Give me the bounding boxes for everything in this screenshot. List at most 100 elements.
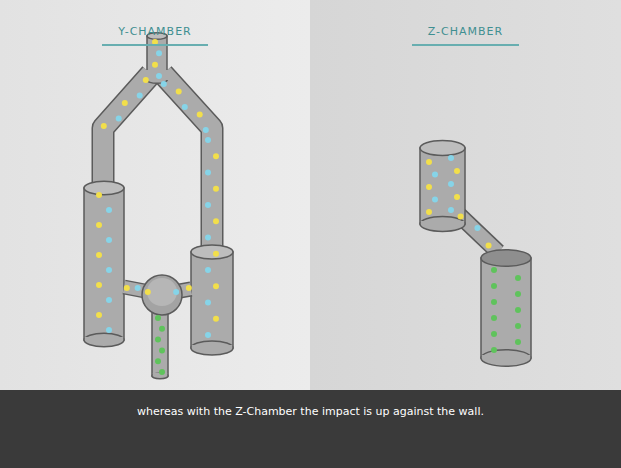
- particle-dot: [515, 291, 521, 297]
- cylinder-body: [481, 258, 531, 358]
- cylinder-top: [84, 181, 124, 194]
- particle-dot: [426, 159, 432, 165]
- particle-dot: [205, 137, 211, 143]
- cylinder-fill: [192, 345, 232, 348]
- particle-dot: [176, 88, 182, 94]
- particle-dot: [213, 251, 219, 257]
- tube: [103, 74, 151, 195]
- particle-dot: [106, 327, 112, 333]
- chamber-panel: Y-CHAMBER: [0, 0, 310, 390]
- particle-dot: [106, 267, 112, 273]
- cylinder-body: [147, 36, 167, 80]
- particle-dot: [155, 337, 161, 343]
- mixing-disk-face: [147, 278, 177, 306]
- particle-dot: [432, 197, 438, 203]
- cylinder-top: [191, 245, 233, 259]
- particle-dot: [135, 285, 141, 291]
- cylinder-fill: [85, 337, 123, 340]
- tube-outline: [456, 212, 498, 252]
- cylinder-body: [84, 188, 124, 340]
- panel-heading: Y-CHAMBER: [102, 25, 208, 46]
- particle-dot: [96, 222, 102, 228]
- particle-dot: [106, 237, 112, 243]
- particle-dot: [454, 168, 460, 174]
- tube: [456, 212, 498, 252]
- cylinder-bottom: [481, 350, 531, 367]
- particle-dot: [159, 326, 165, 332]
- panel-heading-row: Z-CHAMBER: [310, 0, 621, 46]
- particle-dot: [155, 358, 161, 364]
- cylinder-body: [152, 310, 168, 376]
- particle-dot: [432, 172, 438, 178]
- particle-dot: [205, 202, 211, 208]
- particle-dot: [96, 312, 102, 318]
- particle-dot: [213, 218, 219, 224]
- particle-dot: [486, 242, 492, 248]
- particle-dot: [205, 300, 211, 306]
- particle-dot: [156, 73, 162, 79]
- particle-dot: [426, 184, 432, 190]
- cylinder-fill: [482, 355, 530, 358]
- cylinder-top: [481, 250, 531, 267]
- cylinder-bottom: [191, 341, 233, 355]
- particle-dot: [186, 285, 192, 291]
- particle-dot: [197, 111, 203, 117]
- cylinder-bottom: [84, 333, 124, 346]
- particle-dot: [145, 289, 151, 295]
- particle-dot: [156, 50, 162, 56]
- particle-dot: [491, 347, 497, 353]
- particle-dot: [205, 235, 211, 241]
- particle-dot: [448, 181, 454, 187]
- particle-dot: [491, 315, 497, 321]
- particle-dot: [152, 62, 158, 68]
- particle-dot: [159, 347, 165, 353]
- particle-dot: [205, 170, 211, 176]
- chamber-illustration: [0, 0, 310, 390]
- particle-dot: [96, 282, 102, 288]
- tube-outline: [163, 74, 212, 262]
- particle-dot: [515, 339, 521, 345]
- caption-text: whereas with the Z-Chamber the impact is…: [0, 390, 621, 418]
- particle-dot: [143, 77, 149, 83]
- caption-bar: whereas with the Z-Chamber the impact is…: [0, 390, 621, 468]
- particle-dot: [213, 283, 219, 289]
- particle-dot: [106, 207, 112, 213]
- particle-dot: [159, 369, 165, 375]
- particle-dot: [474, 225, 480, 231]
- particle-dot: [106, 297, 112, 303]
- particle-dot: [101, 123, 107, 129]
- particle-dot: [515, 323, 521, 329]
- particle-dot: [137, 93, 143, 99]
- particle-dot: [515, 307, 521, 313]
- tube: [163, 74, 212, 262]
- cylinder-bottom: [420, 217, 465, 232]
- particle-dot: [454, 194, 460, 200]
- particle-dot: [448, 155, 454, 161]
- particle-dot: [491, 299, 497, 305]
- particle-dot: [213, 186, 219, 192]
- particle-dot: [515, 275, 521, 281]
- fork-joint: [146, 70, 168, 80]
- chamber-panel: Z-CHAMBER: [310, 0, 621, 390]
- particle-dot: [458, 213, 464, 219]
- particle-dot: [182, 104, 188, 110]
- particle-dot: [173, 289, 179, 295]
- particle-dot: [491, 267, 497, 273]
- particle-dot: [155, 315, 161, 321]
- particle-dot: [122, 100, 128, 106]
- particle-dot: [491, 331, 497, 337]
- particle-dot: [213, 153, 219, 159]
- particle-dot: [448, 207, 454, 213]
- panel-heading: Z-CHAMBER: [412, 25, 519, 46]
- cylinder-top: [420, 141, 465, 156]
- particle-dot: [96, 192, 102, 198]
- panel-heading-row: Y-CHAMBER: [0, 0, 310, 46]
- particle-dot: [205, 332, 211, 338]
- chamber-illustration: [310, 0, 621, 390]
- cylinder-fill: [421, 221, 464, 224]
- particle-dot: [213, 316, 219, 322]
- tube-outline: [103, 74, 151, 195]
- particle-dot: [116, 116, 122, 122]
- particle-dot: [426, 209, 432, 215]
